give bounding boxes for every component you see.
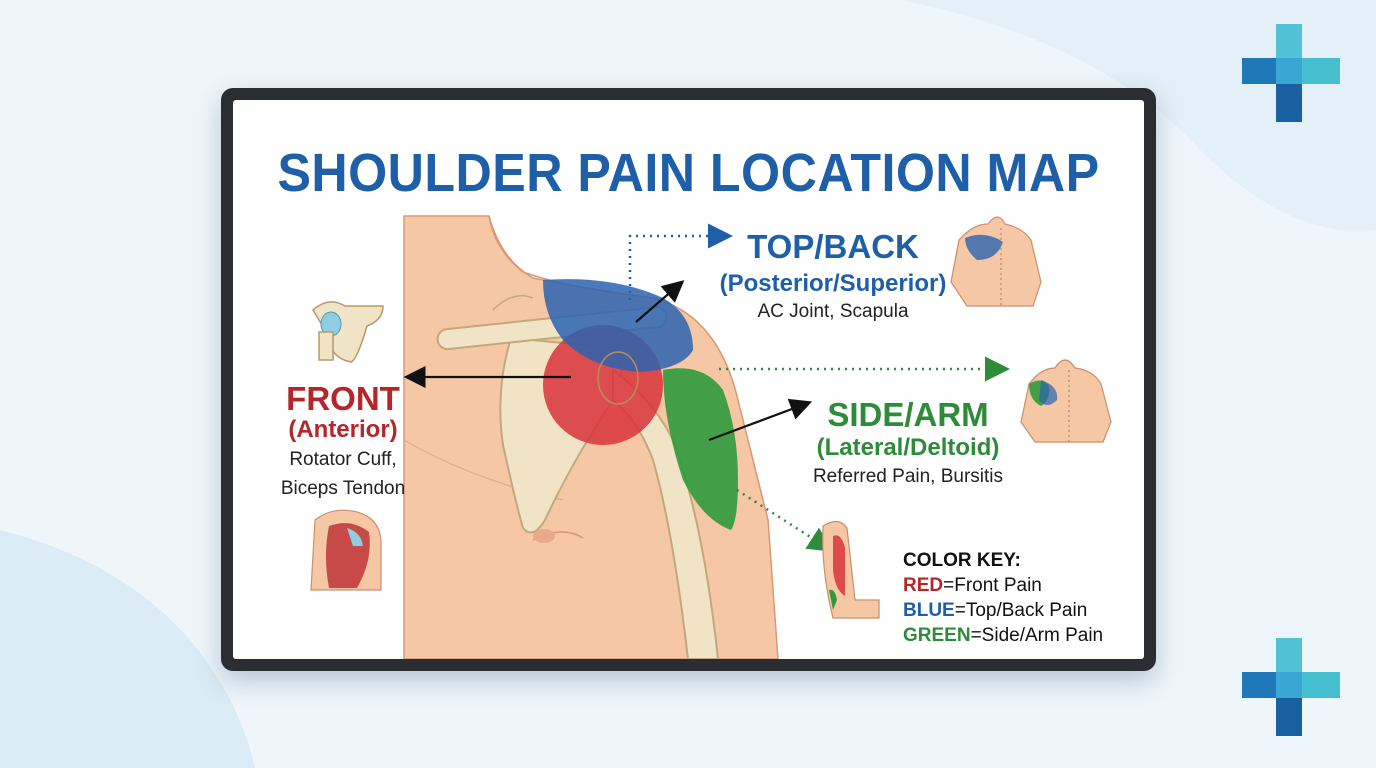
monitor-frame: SHOULDER PAIN LOCATION MAP TOP/BACK (Pos… [221, 88, 1156, 671]
color-key-item-blue: BLUE=Top/Back Pain [903, 600, 1087, 622]
medical-cross-logo-icon [1242, 638, 1340, 736]
front-description-line2: Biceps Tendon [280, 478, 406, 499]
side-arm-label: SIDE/ARM [827, 396, 989, 433]
color-key-item-red: RED=Front Pain [903, 575, 1042, 597]
side-arm-description: Referred Pain, Bursitis [812, 466, 1004, 487]
arrow-top-back [635, 280, 685, 323]
infographic-screen: SHOULDER PAIN LOCATION MAP TOP/BACK (Pos… [233, 100, 1144, 659]
side-arm-sublabel: (Lateral/Deltoid) [816, 434, 1000, 461]
shoulder-joint-bone-thumbnail [312, 301, 384, 363]
color-key-text: =Front Pain [943, 575, 1042, 596]
pain-zone-top-back [543, 279, 693, 372]
arm-thumbnail [822, 520, 880, 619]
page-title: SHOULDER PAIN LOCATION MAP [277, 143, 1100, 203]
color-key-word: GREEN [903, 625, 971, 646]
dotted-leader-elbow [736, 488, 834, 552]
color-key-word: RED [903, 575, 944, 596]
medical-cross-logo-icon [1242, 24, 1340, 122]
front-label: FRONT [286, 380, 400, 417]
arrow-side-arm [708, 398, 813, 442]
color-key-item-green: GREEN=Side/Arm Pain [903, 625, 1103, 647]
color-key-word: BLUE [903, 600, 955, 621]
pain-zone-side-arm [663, 368, 738, 530]
top-back-description: AC Joint, Scapula [757, 301, 909, 322]
shoulder-diagram [310, 215, 1112, 659]
color-key-title: COLOR KEY: [903, 550, 1021, 571]
color-key-text: =Side/Arm Pain [970, 625, 1104, 646]
front-sublabel: (Anterior) [288, 416, 398, 443]
rotator-cuff-muscle-thumbnail [310, 509, 382, 591]
back-view-top-thumbnail [950, 216, 1042, 307]
front-description-line1: Rotator Cuff, [289, 449, 397, 470]
back-view-side-thumbnail [1020, 359, 1112, 443]
dotted-leader-top-back [628, 223, 733, 300]
color-key-text: =Top/Back Pain [954, 600, 1088, 621]
top-back-sublabel: (Posterior/Superior) [719, 270, 947, 297]
top-back-label: TOP/BACK [747, 228, 919, 265]
